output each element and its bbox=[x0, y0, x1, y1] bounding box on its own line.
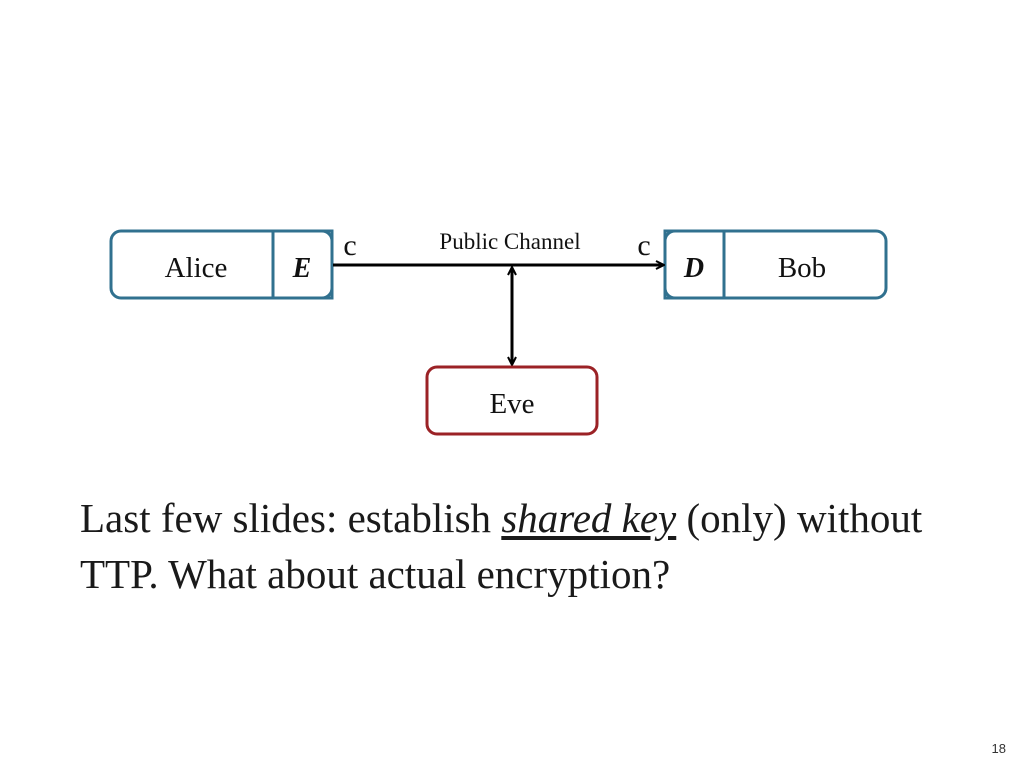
eve-label: Eve bbox=[489, 388, 534, 420]
caption-part2: (only) without TTP. What about actual en… bbox=[80, 495, 923, 597]
alice-label: Alice bbox=[165, 252, 228, 284]
slide-caption: Last few slides: establish shared key (o… bbox=[80, 490, 980, 602]
ciphertext-left-label: c bbox=[343, 229, 356, 262]
encrypt-box: E bbox=[271, 229, 334, 300]
eve-node: Eve bbox=[425, 365, 599, 436]
slide-number: 18 bbox=[991, 741, 1006, 756]
caption-emphasis: shared key bbox=[501, 495, 677, 541]
bob-node: Bob bbox=[663, 229, 888, 300]
encrypt-label: E bbox=[292, 253, 312, 284]
decrypt-label: D bbox=[683, 253, 704, 284]
decrypt-box: D bbox=[683, 253, 704, 284]
alice-bob-eve-diagram: Alice E Bob D c c Public Channel Eve bbox=[109, 229, 888, 436]
public-channel-label: Public Channel bbox=[439, 229, 580, 254]
ciphertext-right-label: c bbox=[637, 229, 650, 262]
bob-label: Bob bbox=[778, 252, 826, 284]
caption-part1: Last few slides: establish bbox=[80, 495, 502, 541]
